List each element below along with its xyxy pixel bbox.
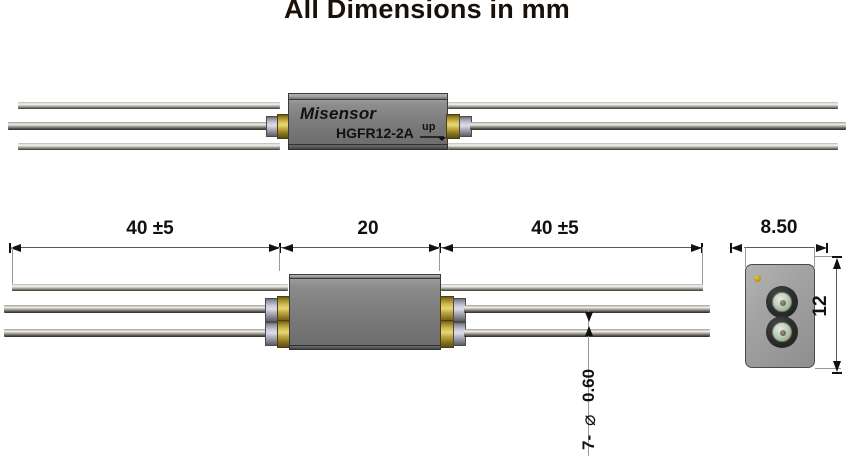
- callout-arrow-pair: [585, 312, 593, 336]
- end-width-arrow-right: [816, 243, 828, 253]
- plan-body: [289, 278, 441, 346]
- end-height-arrow-bottom: [832, 361, 842, 374]
- plan-ferrule-right-lower: [440, 320, 454, 348]
- callout-leader-line: [588, 310, 589, 456]
- plan-body-bottom-edge: [289, 345, 441, 350]
- callout-value: 0.60: [579, 368, 598, 402]
- callout-text-group: 7- ⌀ 0.60: [579, 310, 603, 450]
- iso-brand-label: Misensor: [300, 104, 377, 123]
- iso-wire-right-top: [448, 102, 838, 109]
- plan-wire-right-top: [441, 284, 703, 291]
- dimension-arrow-left-end: [9, 243, 21, 253]
- end-height-extension-bottom: [815, 368, 841, 369]
- extension-line-body-left: [279, 247, 280, 271]
- end-width-dimension-line: [744, 247, 814, 248]
- dimension-end-height-wrap: 12: [810, 266, 834, 326]
- callout-count: 7-: [579, 434, 598, 450]
- diameter-symbol-icon: ⌀: [579, 414, 600, 426]
- dimension-body-length: 20: [357, 218, 379, 239]
- dimension-arrow-body-right: [429, 243, 453, 253]
- isometric-view: Misensor HGFR12-2A up: [0, 85, 854, 170]
- plan-wire-right-middle: [464, 305, 710, 313]
- plan-wire-left-bottom: [4, 329, 288, 337]
- plan-wire-left-top: [12, 284, 288, 291]
- length-dimension-group: 40 ±5 20 40 ±5: [0, 218, 720, 258]
- end-width-arrow-left: [730, 243, 742, 253]
- iso-wire-left-bottom: [18, 143, 280, 150]
- connector-port-lower: [766, 316, 798, 348]
- connector-port-lower-core: [772, 322, 792, 342]
- end-width-extension-left: [745, 247, 746, 267]
- plan-wire-left-middle: [4, 305, 288, 313]
- dimension-line-horizontal: [12, 247, 702, 248]
- dimension-end-height: 12: [810, 295, 831, 317]
- end-width-extension-right: [814, 247, 815, 267]
- iso-wire-left-middle: [8, 122, 280, 130]
- extension-line-left: [12, 247, 13, 291]
- connector-port-upper-pin: [780, 300, 786, 306]
- connector-port-upper: [766, 286, 798, 318]
- iso-wire-left-top: [18, 102, 280, 109]
- connector-port-lower-pin: [780, 330, 786, 336]
- drawing-title: All Dimensions in mm: [283, 0, 571, 24]
- up-arrow-icon: [420, 136, 446, 141]
- iso-up-marking: up: [420, 121, 450, 143]
- wire-diameter-callout: 7- ⌀ 0.60: [555, 300, 625, 456]
- iso-wire-right-middle: [470, 122, 846, 130]
- orientation-marker-dot: [754, 275, 761, 282]
- iso-body-bottom-edge: [288, 144, 448, 150]
- dimension-arrow-body-left: [269, 243, 293, 253]
- dimension-end-width: 8.50: [760, 217, 798, 238]
- end-height-extension-top: [815, 256, 841, 257]
- connector-port-upper-core: [772, 292, 792, 312]
- iso-wire-right-bottom: [448, 143, 838, 150]
- extension-line-right: [702, 247, 703, 291]
- dimension-lead-left: 40 ±5: [126, 218, 174, 239]
- up-label: up: [422, 121, 436, 133]
- end-view: 8.50: [726, 216, 854, 376]
- end-height-dimension-line: [836, 260, 837, 370]
- dimension-lead-right: 40 ±5: [531, 218, 579, 239]
- end-height-arrow-top: [832, 256, 842, 269]
- iso-model-label: HGFR12-2A: [336, 125, 414, 141]
- extension-line-body-right: [439, 247, 440, 271]
- iso-ferrule-right: [446, 114, 460, 139]
